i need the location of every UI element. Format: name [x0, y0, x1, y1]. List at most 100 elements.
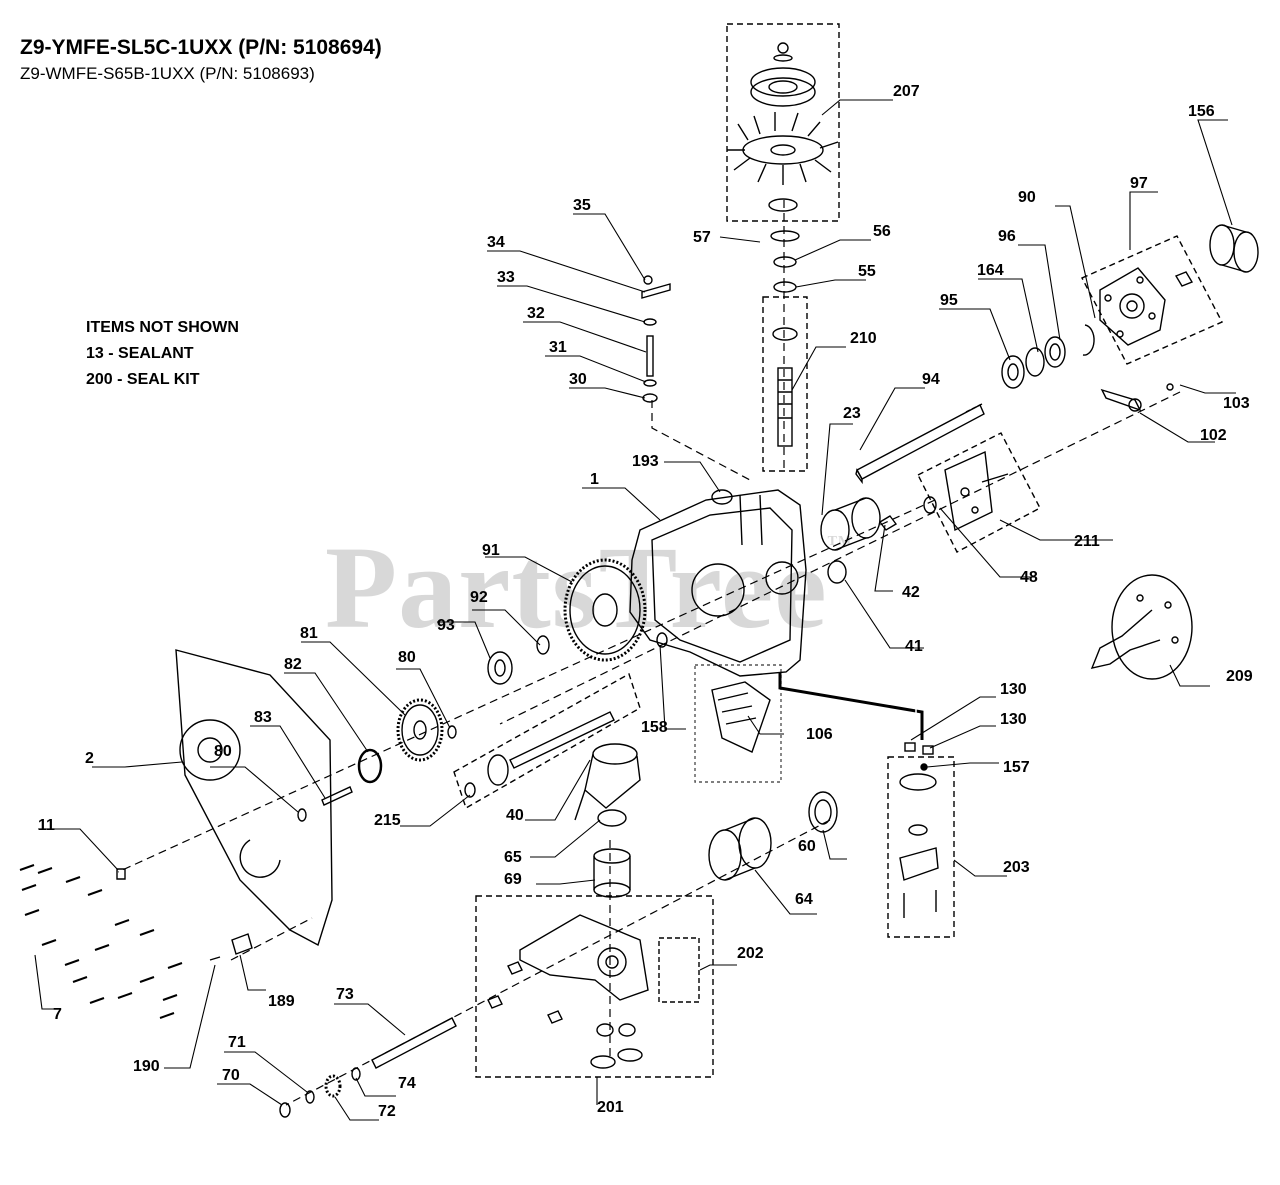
callout-189: 189 [268, 993, 295, 1010]
callout-33: 33 [497, 269, 515, 286]
fitting [920, 763, 928, 771]
group-box-207 [726, 23, 840, 222]
group-box-215 [453, 672, 641, 810]
callout-157: 157 [1003, 759, 1030, 776]
callout-71: 71 [228, 1034, 246, 1051]
bearing-inner [1007, 363, 1019, 381]
callout-57: 57 [693, 229, 711, 246]
input-shaft [772, 327, 798, 447]
group-box-203 [887, 756, 955, 938]
callout-80: 80 [214, 743, 232, 760]
callout-64: 64 [795, 891, 813, 908]
thrust-washer [447, 725, 457, 739]
washer [351, 1067, 361, 1081]
cylinder-block [593, 848, 631, 898]
retaining-ring [1082, 324, 1095, 356]
drain-plug [116, 868, 126, 880]
callout-42: 42 [902, 584, 920, 601]
callout-82: 82 [284, 656, 302, 673]
group-box-202 [658, 937, 700, 1003]
callout-209: 209 [1226, 668, 1253, 685]
callout-94: 94 [922, 371, 940, 388]
spacer [1025, 347, 1045, 377]
bearing [1001, 355, 1025, 389]
diagram-subtitle: Z9-WMFE-S65B-1UXX (P/N: 5108693) [20, 64, 315, 83]
callout-202: 202 [737, 945, 764, 962]
callout-158: 158 [641, 719, 668, 736]
centerline-lower [285, 819, 831, 1106]
washer [656, 632, 668, 648]
thrust-washer [297, 808, 307, 822]
centerline-control-arm [651, 400, 751, 481]
callout-106: 106 [806, 726, 833, 743]
swashplate [574, 743, 641, 821]
callout-164: 164 [977, 262, 1004, 279]
reduction-gear [396, 698, 444, 762]
snap-ring [770, 230, 800, 242]
group-box-97 [1081, 235, 1223, 365]
callout-40: 40 [506, 807, 524, 824]
callout-74: 74 [398, 1075, 416, 1092]
callout-207: 207 [893, 83, 920, 100]
cover-bolts [19, 864, 183, 1019]
oil-filter [820, 497, 881, 551]
callout-95: 95 [940, 292, 958, 309]
callout-215: 215 [374, 812, 401, 829]
callout-56: 56 [873, 223, 891, 240]
callout-130: 130 [1000, 711, 1027, 728]
centerline-axle [117, 499, 936, 873]
retaining-ring [305, 1090, 315, 1104]
filter-cover-assembly [899, 773, 939, 918]
callout-203: 203 [1003, 859, 1030, 876]
callout-23: 23 [843, 405, 861, 422]
callout-labels: 207 156 97 90 96 164 95 35 34 33 32 31 3… [38, 83, 1253, 1120]
callout-41: 41 [905, 638, 923, 655]
bypass-fitting [231, 933, 253, 955]
fitting [922, 745, 934, 755]
tube-pair-inner [785, 672, 917, 740]
washer [773, 256, 797, 268]
bull-gear [563, 558, 647, 662]
group-box-211 [917, 432, 1041, 553]
callout-72: 72 [378, 1103, 396, 1120]
callout-81: 81 [300, 625, 318, 642]
items-not-shown-heading: ITEMS NOT SHOWN [86, 319, 239, 336]
callout-210: 210 [850, 330, 877, 347]
watermark-trademark: TM [827, 534, 853, 549]
tube-pair [778, 672, 924, 740]
callout-93: 93 [437, 617, 455, 634]
centerline-main-shaft [499, 391, 1181, 725]
seal-inner [814, 799, 832, 825]
main-housing [629, 489, 807, 677]
output-gear [324, 1074, 342, 1098]
callout-34: 34 [487, 234, 505, 251]
fill-cap [711, 489, 733, 505]
callout-35: 35 [573, 197, 591, 214]
washer [536, 635, 550, 655]
callout-65: 65 [504, 849, 522, 866]
brake-arm [1100, 383, 1174, 412]
callout-2: 2 [85, 750, 94, 767]
seal [808, 791, 838, 833]
bearing [487, 651, 513, 685]
callout-91: 91 [482, 542, 500, 559]
callout-60: 60 [798, 838, 816, 855]
hub-cap [1209, 224, 1259, 273]
seal-ring [827, 560, 847, 584]
callout-190: 190 [133, 1058, 160, 1075]
axle-shaft [855, 403, 985, 485]
callout-80: 80 [398, 649, 416, 666]
callout-211: 211 [1074, 533, 1100, 550]
center-section [487, 914, 649, 1069]
callout-193: 193 [632, 453, 659, 470]
seal [597, 809, 627, 827]
callout-32: 32 [527, 305, 545, 322]
callout-92: 92 [470, 589, 488, 606]
motor-cylinder-block [708, 817, 772, 881]
fan-guard [711, 681, 771, 753]
group-box-210 [762, 296, 808, 472]
items-not-shown-item: 13 - SEALANT [86, 345, 194, 362]
group-box-201 [475, 895, 714, 1078]
brake-puck [878, 515, 898, 531]
